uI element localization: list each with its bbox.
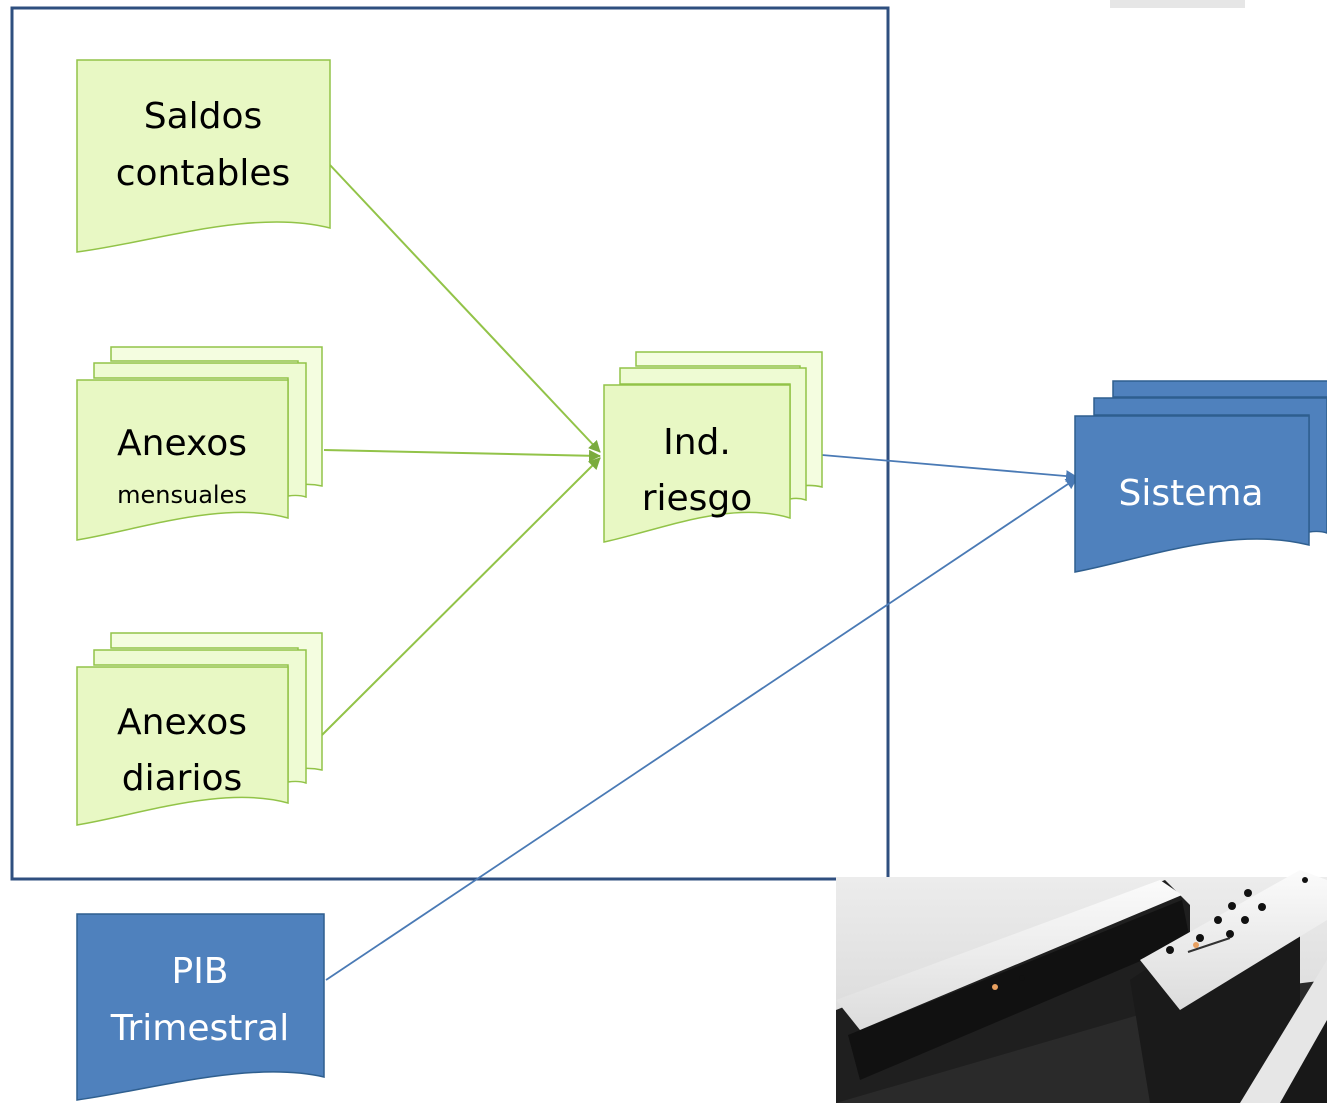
ind-riesgo-label-line1: Ind. [663, 422, 731, 463]
saldos-contables-document: Saldos contables [76, 59, 331, 253]
ind-riesgo-document: Ind. riesgo [603, 351, 823, 543]
anexos-mensuales-document: Anexos mensuales [76, 346, 323, 541]
sistema-document: Sistema [1074, 380, 1327, 573]
connector-pib-to-sistema [325, 477, 1078, 981]
anexos-mensuales-label-line1: Anexos [117, 423, 247, 464]
anexos-diarios-label-line2: diarios [122, 758, 243, 799]
ind-riesgo-label-line2: riesgo [642, 478, 753, 519]
connector-diarios-to-ind-riesgo [321, 457, 601, 736]
connector-mensuales-to-ind-riesgo [323, 449, 601, 462]
dominoes-photo [836, 870, 1327, 1103]
anexos-diarios-label-line1: Anexos [117, 702, 247, 743]
anexos-mensuales-label-line2: mensuales [117, 481, 247, 509]
pib-label-line2: Trimestral [110, 1008, 289, 1049]
anexos-diarios-document: Anexos diarios [76, 632, 323, 826]
connector-saldos-to-ind-riesgo [329, 164, 601, 453]
saldos-label-line2: contables [116, 153, 291, 194]
connector-ind-riesgo-to-sistema [821, 454, 1078, 483]
pib-label-line1: PIB [171, 951, 228, 992]
sistema-label: Sistema [1118, 473, 1263, 514]
pib-trimestral-document: PIB Trimestral [76, 913, 325, 1101]
saldos-label-line1: Saldos [144, 96, 263, 137]
header-remnant [1110, 0, 1245, 8]
